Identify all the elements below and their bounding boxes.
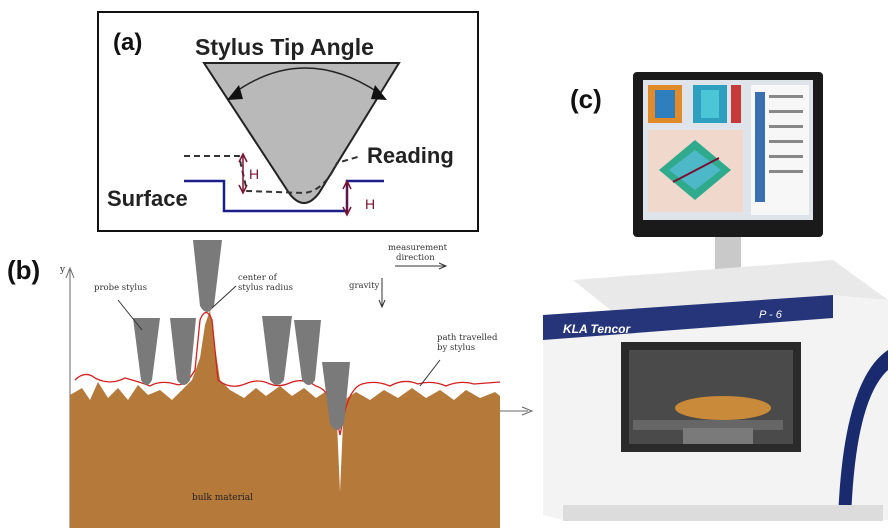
probe-stylus-1 bbox=[133, 318, 160, 385]
path-label-1: path travelled bbox=[437, 333, 498, 343]
probe-stylus-2 bbox=[170, 318, 196, 385]
reading-label: Reading bbox=[367, 143, 454, 168]
panel-a: H H (a) Stylus Tip Angle Reading Surface bbox=[97, 11, 479, 232]
measurement-label-1: measurement bbox=[388, 243, 448, 253]
panel-a-diagram: H H (a) Stylus Tip Angle Reading Surface bbox=[107, 29, 454, 217]
surface-profile bbox=[184, 179, 384, 213]
center-label-1: center of bbox=[238, 273, 278, 283]
panel-b-diagram: y probe stylus center of stylus radius m… bbox=[59, 240, 534, 528]
probe-stylus-3 bbox=[193, 240, 222, 312]
tip-angle-arc bbox=[233, 67, 380, 94]
bulk-material-label: bulk material bbox=[192, 493, 253, 503]
probe-stylus-4 bbox=[262, 316, 292, 385]
reading-profile bbox=[184, 155, 362, 195]
probe-stylus-label: probe stylus bbox=[94, 283, 147, 293]
y-axis-label: y bbox=[59, 265, 66, 275]
h-label-left: H bbox=[249, 166, 259, 182]
h-label-right: H bbox=[365, 196, 375, 212]
model-label: P - 6 bbox=[759, 309, 783, 321]
panel-a-title: Stylus Tip Angle bbox=[195, 34, 374, 60]
bulk-material bbox=[70, 310, 500, 528]
path-label-2: by stylus bbox=[437, 343, 475, 353]
brand-label: KLA Tencor bbox=[563, 322, 631, 336]
probe-stylus-6 bbox=[322, 362, 350, 430]
center-label-2: stylus radius bbox=[238, 283, 293, 293]
panel-b-label: (b) bbox=[7, 255, 41, 285]
probe-stylus-5 bbox=[294, 320, 321, 385]
panel-a-label: (a) bbox=[113, 29, 142, 56]
stylus-tip-shape bbox=[202, 62, 401, 204]
measurement-label-2: direction bbox=[396, 253, 435, 263]
panel-c-label: (c) bbox=[570, 84, 602, 114]
gravity-label: gravity bbox=[349, 281, 380, 291]
profilometer-photo: KLA Tencor P - 6 bbox=[543, 72, 888, 521]
surface-label: Surface bbox=[107, 186, 188, 211]
